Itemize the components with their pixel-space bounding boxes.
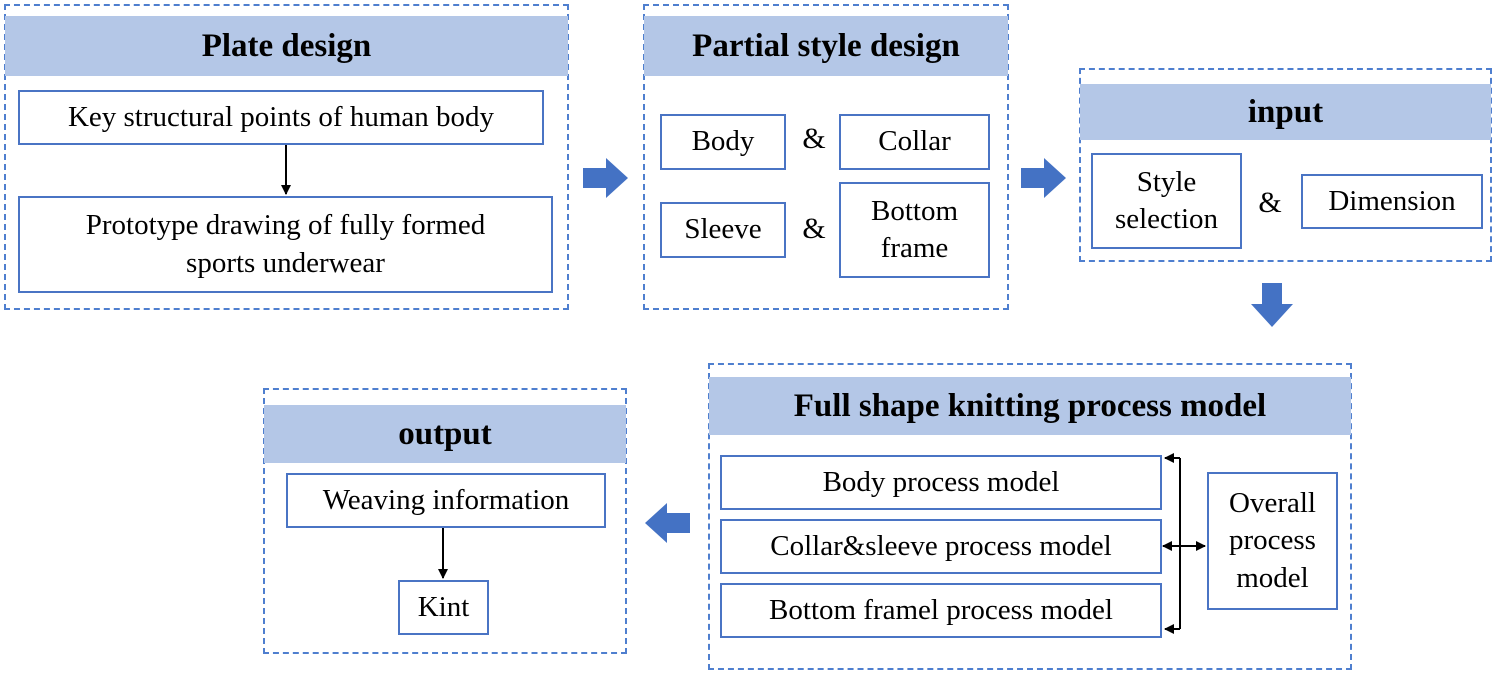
dimension-box: Dimension [1301,174,1483,229]
flow-arrow-right-1 [583,158,628,198]
flow-arrow-left [645,503,690,543]
flow-arrow-down [1251,283,1293,327]
input-header: input [1080,84,1491,140]
input-panel [1079,68,1492,262]
key-points-box: Key structural points of human body [18,90,544,145]
body-box: Body [660,114,786,170]
prototype-drawing-box: Prototype drawing of fully formed sports… [18,196,553,293]
ampersand-1: & [802,122,826,155]
plate-design-header: Plate design [5,16,568,76]
body-process-model-box: Body process model [720,455,1162,510]
process-model-panel [708,363,1352,670]
weaving-information-box: Weaving information [286,473,606,528]
ampersand-2: & [802,212,826,245]
sleeve-box: Sleeve [660,202,786,258]
partial-style-panel [643,4,1009,310]
overall-process-model-box: Overall process model [1207,472,1338,610]
output-header: output [264,405,626,463]
bottom-frame-box: Bottom frame [839,182,990,278]
style-selection-box: Style selection [1091,153,1242,249]
process-model-header: Full shape knitting process model [709,377,1351,435]
partial-style-header: Partial style design [644,16,1008,76]
collar-sleeve-process-model-box: Collar&sleeve process model [720,519,1162,574]
process-model-bracket [1162,453,1206,634]
plate-design-panel [4,4,569,310]
ampersand-3: & [1258,186,1282,219]
collar-box: Collar [839,114,990,170]
flow-arrow-right-2 [1021,158,1066,198]
output-panel [263,388,627,654]
bottom-frame-process-model-box: Bottom framel process model [720,583,1162,638]
kint-box: Kint [398,580,489,635]
